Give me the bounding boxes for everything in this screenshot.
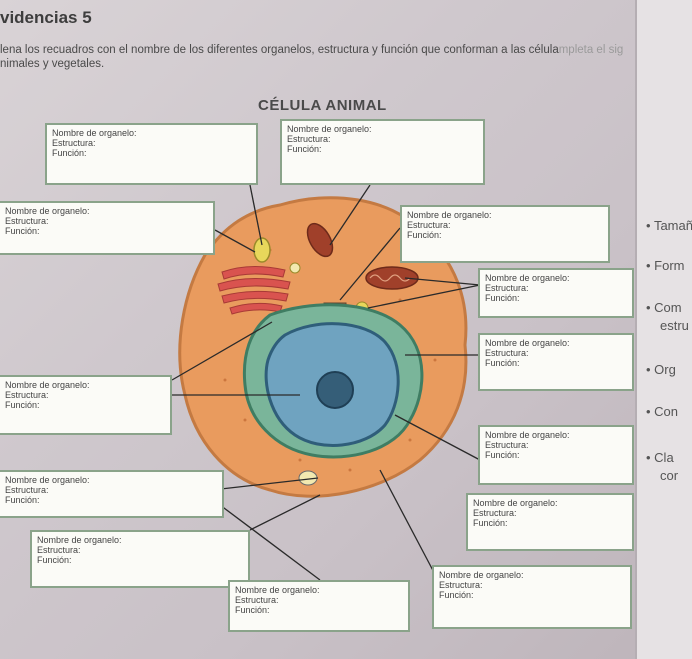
box-function-label: Función: <box>287 144 322 154</box>
box-function-label: Función: <box>485 293 520 303</box>
lysosome <box>253 237 271 263</box>
organelle-box-top-left[interactable]: Nombre de organelo: Estructura: Función: <box>45 123 258 185</box>
organelle-box-left-2[interactable]: Nombre de organelo: Estructura: Función: <box>0 375 172 435</box>
cytoplasm-dots <box>223 248 437 472</box>
box-function-label: Función: <box>473 518 508 528</box>
mitochondrion-2 <box>306 222 334 258</box>
box-structure-label: Estructura: <box>485 348 529 358</box>
box-structure-label: Estructura: <box>37 545 81 555</box>
nucleolus <box>316 371 354 409</box>
right-bullet-6-cont: cor <box>660 468 679 483</box>
box-name-label: Nombre de organelo: <box>485 430 570 440</box>
organelle-box-right-2[interactable]: Nombre de organelo: Estructura: Función: <box>478 268 634 318</box>
box-function-label: Función: <box>439 590 474 600</box>
box-name-label: Nombre de organelo: <box>5 206 90 216</box>
box-structure-label: Estructura: <box>52 138 96 148</box>
box-structure-label: Estructura: <box>5 390 49 400</box>
box-structure-label: Estructura: <box>5 216 49 226</box>
right-bullet-text: Con <box>654 404 679 419</box>
box-name-label: Nombre de organelo: <box>37 535 122 545</box>
box-structure-label: Estructura: <box>485 283 529 293</box>
box-function-label: Función: <box>485 450 520 460</box>
box-function-label: Función: <box>52 148 87 158</box>
right-bullet-text: Org <box>654 362 676 377</box>
right-page <box>636 0 692 659</box>
diagram-title: CÉLULA ANIMAL <box>258 97 387 114</box>
box-name-label: Nombre de organelo: <box>287 124 372 134</box>
organelle-box-right-5[interactable]: Nombre de organelo: Estructura: Función: <box>466 493 634 551</box>
golgi-apparatus <box>217 265 291 315</box>
box-structure-label: Estructura: <box>439 580 483 590</box>
right-bullet-3: • Com <box>646 300 682 315</box>
organelle-box-top-right[interactable]: Nombre de organelo: Estructura: Función: <box>280 119 485 185</box>
right-bullet-6: • Cla <box>646 450 674 465</box>
right-bullet-text: Com <box>654 300 682 315</box>
organelle-box-right-1[interactable]: Nombre de organelo: Estructura: Función: <box>400 205 610 263</box>
right-bullet-2: • Form <box>646 258 685 273</box>
organelle-box-right-3[interactable]: Nombre de organelo: Estructura: Función: <box>478 333 634 391</box>
right-bullet-5: • Con <box>646 404 679 419</box>
instruction-line-2: nimales y vegetales. <box>0 58 105 70</box>
box-name-label: Nombre de organelo: <box>235 585 320 595</box>
box-structure-label: Estructura: <box>485 440 529 450</box>
organelle-box-left-1[interactable]: Nombre de organelo: Estructura: Función: <box>0 201 215 255</box>
box-function-label: Función: <box>37 555 72 565</box>
vesicle <box>289 262 301 274</box>
organelle-box-left-3[interactable]: Nombre de organelo: Estructura: Función: <box>0 470 224 518</box>
right-bullet-text: Tamañ <box>653 218 692 233</box>
box-function-label: Función: <box>485 358 520 368</box>
right-bullet-text: Form <box>654 258 685 273</box>
box-name-label: Nombre de organelo: <box>473 498 558 508</box>
instruction-faded: mpleta el sig <box>558 44 624 56</box>
box-name-label: Nombre de organelo: <box>5 475 90 485</box>
organelle-box-left-4[interactable]: Nombre de organelo: Estructura: Función: <box>30 530 250 588</box>
right-bullet-3-cont: estru <box>660 318 689 333</box>
box-structure-label: Estructura: <box>5 485 49 495</box>
organelle-box-right-4[interactable]: Nombre de organelo: Estructura: Función: <box>478 425 634 485</box>
box-function-label: Función: <box>235 605 270 615</box>
box-structure-label: Estructura: <box>287 134 331 144</box>
box-structure-label: Estructura: <box>473 508 517 518</box>
box-name-label: Nombre de organelo: <box>439 570 524 580</box>
box-name-label: Nombre de organelo: <box>52 128 137 138</box>
box-name-label: Nombre de organelo: <box>485 338 570 348</box>
right-bullet-4: • Org <box>646 362 676 377</box>
box-function-label: Función: <box>5 495 40 505</box>
organelle-box-bottom-1[interactable]: Nombre de organelo: Estructura: Función: <box>228 580 410 632</box>
organelle-box-bottom-2[interactable]: Nombre de organelo: Estructura: Función: <box>432 565 632 629</box>
box-name-label: Nombre de organelo: <box>407 210 492 220</box>
box-function-label: Función: <box>407 230 442 240</box>
box-structure-label: Estructura: <box>235 595 279 605</box>
page-heading: videncias 5 <box>0 8 92 27</box>
box-function-label: Función: <box>5 226 40 236</box>
box-function-label: Función: <box>5 400 40 410</box>
instruction-main: lena los recuadros con el nombre de los … <box>0 44 559 56</box>
right-bullet-1: • Tamañ <box>646 218 692 233</box>
box-name-label: Nombre de organelo: <box>485 273 570 283</box>
mitochondrion <box>365 266 419 290</box>
instruction-line-1: lena los recuadros con el nombre de los … <box>0 44 623 56</box>
box-structure-label: Estructura: <box>407 220 451 230</box>
box-name-label: Nombre de organelo: <box>5 380 90 390</box>
leader-lines <box>171 184 481 581</box>
right-bullet-text: Cla <box>654 450 674 465</box>
